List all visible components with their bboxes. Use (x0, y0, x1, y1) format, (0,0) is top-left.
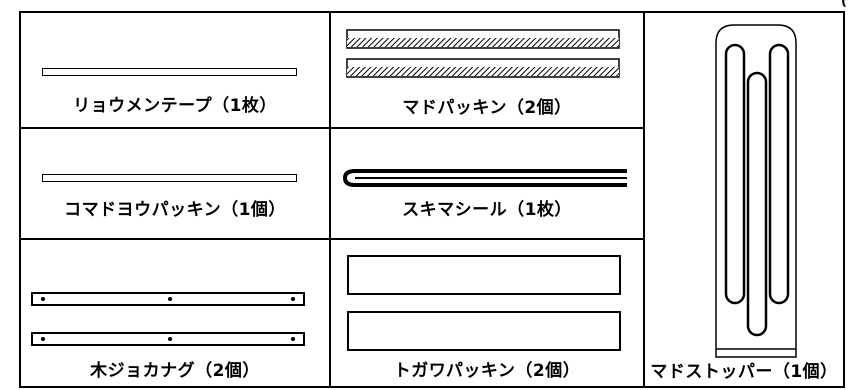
packing-strip-illustration (42, 174, 297, 182)
part-cell-door-packing: トガワパッキン（2個） (331, 240, 643, 386)
part-label: コマドヨウパッキン（1個） (64, 200, 286, 220)
door-packing-panel (347, 311, 621, 351)
gap-seal-illustration (343, 169, 627, 187)
part-cell-wood-fittings: 木ジョカナグ（2個） (21, 240, 329, 386)
row-divider (21, 127, 643, 129)
part-cell-double-sided-tape: リョウメンテープ（1枚） (21, 13, 329, 127)
part-label: トガワパッキン（2個） (393, 361, 581, 381)
window-packing-illustration (346, 29, 620, 78)
part-label: マドストッパー（1個） (650, 362, 838, 382)
part-cell-small-window-packing: コマドヨウパッキン（1個） (21, 129, 329, 238)
column-divider (643, 13, 645, 386)
window-stopper-illustration (715, 24, 797, 358)
part-label: スキマシール（1枚） (402, 200, 572, 220)
door-packing-panel (347, 255, 621, 295)
row-divider (21, 238, 643, 240)
tape-strip-illustration (42, 68, 297, 76)
part-cell-window-packing: マドパッキン（2個） (331, 13, 643, 127)
part-cell-window-stopper: マドストッパー（1個） (645, 13, 843, 386)
part-cell-gap-seal: スキマシール（1枚） (331, 129, 643, 238)
part-label: マドパッキン（2個） (402, 98, 572, 118)
corner-mark: ( (841, 0, 847, 9)
parts-table: リョウメンテープ（1枚） マドパッキン（2個） コマドヨウパッキン（1個） (19, 11, 845, 388)
part-label: リョウメンテープ（1枚） (73, 96, 277, 116)
column-divider (329, 13, 331, 386)
part-label: 木ジョカナグ（2個） (90, 361, 260, 381)
wood-fitting-bar (31, 292, 305, 306)
wood-fitting-bar (31, 332, 305, 346)
